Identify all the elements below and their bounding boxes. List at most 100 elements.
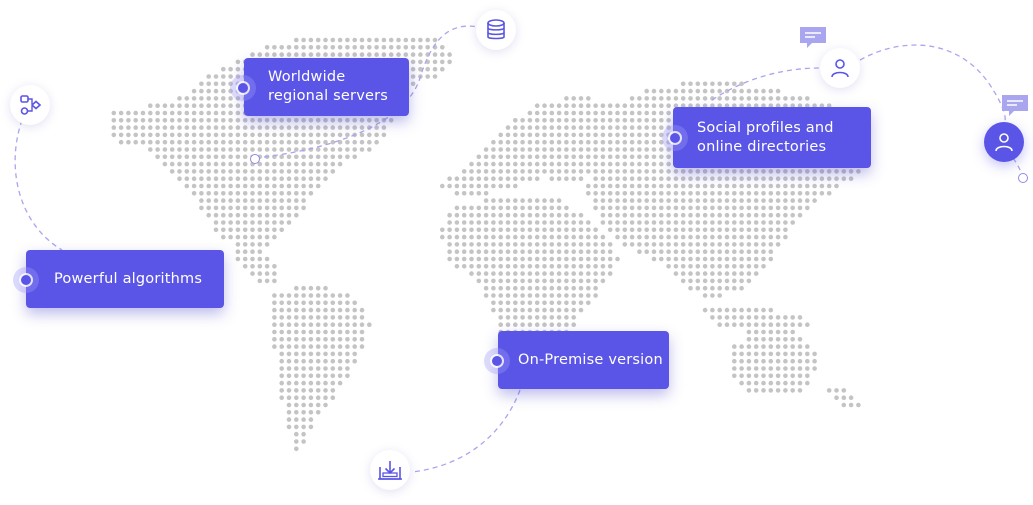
map-dot: [301, 147, 306, 152]
servers-line-end-dot: [250, 154, 260, 164]
map-dot: [746, 242, 752, 247]
map-dot: [746, 373, 752, 379]
map-dot: [513, 293, 518, 298]
map-dot: [520, 198, 525, 203]
map-dot: [651, 220, 657, 225]
map-dot: [250, 227, 255, 233]
map-dot: [717, 183, 722, 189]
map-dot: [695, 271, 701, 276]
map-dot: [345, 139, 350, 145]
map-dot: [746, 388, 752, 393]
map-dot: [739, 176, 744, 181]
map-dot: [534, 220, 540, 225]
map-dot: [753, 242, 759, 247]
map-dot: [819, 176, 825, 181]
map-dot: [593, 278, 598, 284]
map-dot: [753, 256, 759, 262]
map-dot: [607, 110, 613, 116]
map-dot: [600, 161, 606, 167]
map-dot: [491, 183, 496, 189]
map-dot: [498, 278, 504, 284]
map-dot: [315, 358, 321, 364]
map-dot: [578, 125, 584, 130]
map-dot: [637, 205, 642, 211]
map-dot: [461, 227, 467, 233]
map-dot: [629, 125, 635, 130]
map-dot: [651, 249, 657, 254]
map-dot: [637, 198, 642, 203]
map-dot: [155, 118, 160, 123]
map-dot: [790, 205, 795, 211]
map-dot: [710, 307, 715, 313]
map-dot: [118, 110, 124, 116]
map-dot: [578, 147, 584, 152]
map-dot: [483, 161, 489, 167]
map-dot: [717, 293, 722, 298]
map-dot: [680, 205, 686, 211]
map-dot: [520, 132, 525, 138]
map-dot: [746, 183, 752, 189]
map-dot: [549, 307, 555, 313]
map-dot: [819, 183, 825, 189]
map-dot: [425, 52, 431, 57]
map-dot: [732, 81, 737, 87]
map-dot: [732, 271, 737, 276]
map-dot: [352, 322, 358, 328]
map-dot: [242, 154, 248, 160]
map-dot: [286, 351, 292, 357]
map-dot: [250, 147, 255, 152]
map-dot: [330, 169, 336, 174]
map-dot: [783, 169, 788, 174]
map-dot: [323, 315, 328, 320]
map-dot: [571, 169, 576, 174]
map-dot: [272, 271, 277, 276]
map-dot: [177, 118, 182, 123]
map-dot: [111, 110, 117, 116]
map-dot: [111, 132, 117, 138]
map-dot: [228, 183, 233, 189]
map-dot: [688, 256, 693, 262]
map-dot: [651, 125, 657, 130]
map-dot: [264, 139, 270, 145]
map-dot: [323, 388, 328, 393]
map-dot: [542, 234, 547, 240]
map-dot: [257, 161, 263, 167]
map-dot: [644, 147, 649, 152]
map-dot: [702, 191, 708, 196]
map-dot: [571, 118, 576, 123]
map-dot: [294, 366, 299, 371]
map-dot: [228, 212, 233, 218]
map-dot: [505, 212, 511, 218]
map-dot: [702, 307, 708, 313]
map-dot: [600, 264, 606, 269]
map-dot: [323, 293, 328, 298]
map-dot: [221, 139, 226, 145]
map-dot: [578, 264, 584, 269]
map-dot: [834, 183, 839, 189]
map-dot: [242, 132, 248, 138]
map-dot: [775, 169, 781, 174]
map-dot: [469, 271, 474, 276]
map-dot: [381, 37, 387, 43]
map-dot: [527, 293, 533, 298]
map-dot: [586, 264, 591, 269]
map-dot: [169, 118, 175, 123]
map-dot: [381, 125, 387, 130]
map-dot: [323, 366, 328, 371]
map-dot: [469, 256, 474, 262]
map-dot: [688, 249, 693, 254]
map-dot: [162, 154, 168, 160]
map-dot: [586, 103, 591, 108]
map-dot: [345, 307, 350, 313]
map-dot: [732, 205, 737, 211]
map-dot: [184, 132, 190, 138]
map-dot: [607, 271, 613, 276]
map-dot: [191, 154, 197, 160]
map-dot: [345, 337, 350, 342]
map-dot: [301, 169, 306, 174]
map-dot: [542, 110, 547, 116]
map-dot: [118, 132, 124, 138]
map-dot: [454, 242, 460, 247]
map-dot: [359, 125, 365, 130]
map-dot: [294, 191, 299, 196]
